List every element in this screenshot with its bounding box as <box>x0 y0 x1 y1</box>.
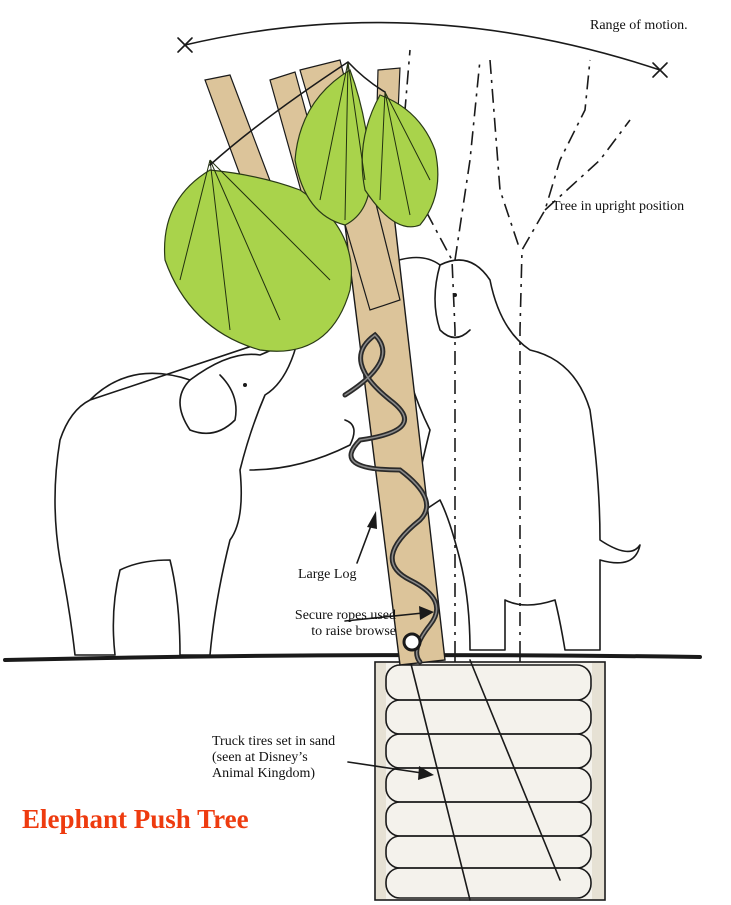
secure-ropes-line-2: to raise browse <box>246 624 396 640</box>
rope-anchor-ring <box>404 634 420 650</box>
truck-tires-line-3: Animal Kingdom) <box>212 766 392 782</box>
secure-ropes-line-1: Secure ropes used <box>246 608 396 624</box>
range-of-motion-label: Range of motion. <box>590 18 688 34</box>
secure-ropes-label: Secure ropes used to raise browse <box>246 608 396 640</box>
tire-pit <box>375 660 605 900</box>
diagram-title: Elephant Push Tree <box>22 804 249 835</box>
truck-tires-label: Truck tires set in sand (seen at Disney’… <box>212 734 392 782</box>
upright-tree-label: Tree in upright position <box>552 199 684 215</box>
truck-tires-line-2: (seen at Disney’s <box>212 750 392 766</box>
truck-tires-line-1: Truck tires set in sand <box>212 734 392 750</box>
large-log-label: Large Log <box>298 567 356 583</box>
ground-line <box>5 655 700 660</box>
